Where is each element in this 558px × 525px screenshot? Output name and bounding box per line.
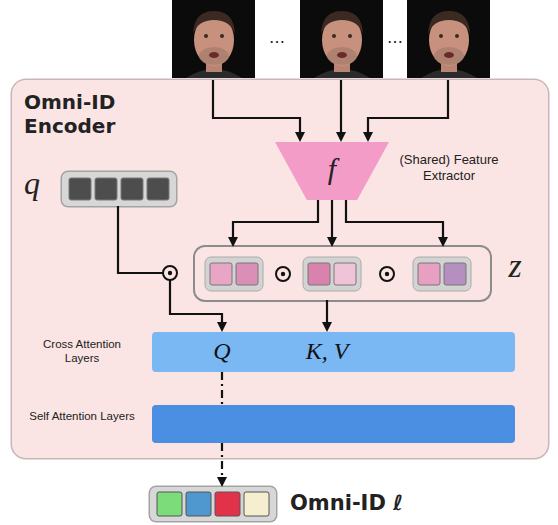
output-token-squares bbox=[157, 492, 269, 516]
text-slot: … bbox=[265, 28, 289, 47]
token-square bbox=[215, 492, 240, 516]
trapezoid-fill bbox=[275, 142, 389, 200]
ellipsis-label: … bbox=[383, 28, 407, 47]
connector-line bbox=[221, 443, 223, 478]
connector-line bbox=[233, 200, 318, 238]
text-slot: K, V bbox=[297, 338, 357, 364]
face-photo bbox=[300, 0, 383, 78]
connector bbox=[322, 300, 332, 332]
token-square bbox=[95, 178, 117, 200]
concat-dot bbox=[281, 272, 285, 276]
output-label: Omni-ID ℓ bbox=[290, 491, 460, 516]
symbol-label: z bbox=[500, 247, 530, 284]
feature-square bbox=[308, 263, 330, 285]
arrowhead bbox=[327, 237, 337, 247]
token-square bbox=[69, 178, 91, 200]
connector bbox=[217, 443, 227, 487]
text-slot: … bbox=[383, 28, 407, 47]
side-label: (Shared) Feature Extractor bbox=[397, 152, 501, 185]
text-slot: Omni-ID ℓ bbox=[290, 491, 460, 516]
arrowhead bbox=[228, 237, 238, 247]
self-attention-band: Self Attention Layers bbox=[152, 405, 515, 443]
concat-symbol bbox=[276, 267, 290, 281]
text-slot: Self Attention Layers bbox=[26, 409, 138, 423]
input-line bbox=[340, 80, 342, 133]
feature-square bbox=[444, 263, 466, 285]
feature-pair bbox=[413, 257, 471, 291]
text-slot: z bbox=[500, 247, 530, 284]
arrowhead bbox=[295, 132, 305, 142]
connector bbox=[327, 200, 337, 247]
arrowhead bbox=[336, 132, 346, 142]
layer-label: Cross Attention Layers bbox=[26, 337, 138, 366]
panel-title: Omni-ID Encoder bbox=[24, 90, 144, 138]
arrowhead bbox=[322, 322, 332, 332]
arrowhead bbox=[217, 322, 227, 332]
connector-line bbox=[221, 372, 223, 405]
connector bbox=[222, 372, 223, 405]
cross-attention-band: Cross Attention LayersQK, V bbox=[152, 332, 515, 372]
layer-label: Self Attention Layers bbox=[26, 409, 138, 423]
token-square bbox=[157, 492, 182, 516]
symbol-label: Q bbox=[208, 338, 236, 364]
symbol-label: f bbox=[275, 152, 389, 185]
connector-line bbox=[331, 200, 333, 238]
concat-symbols bbox=[163, 266, 394, 281]
input-line bbox=[368, 80, 448, 133]
token-square bbox=[121, 178, 143, 200]
feature-square bbox=[418, 263, 440, 285]
arrowhead bbox=[363, 132, 373, 142]
text-slot: Q bbox=[208, 338, 236, 364]
feature-square bbox=[334, 263, 356, 285]
arrowhead bbox=[438, 237, 448, 247]
symbol-label: q bbox=[16, 166, 48, 201]
connector-line bbox=[346, 200, 443, 238]
arrowhead bbox=[217, 477, 227, 487]
concat-symbol bbox=[380, 267, 394, 281]
face-photo bbox=[407, 0, 490, 78]
feature-extractor: f(Shared) Feature Extractor bbox=[275, 142, 389, 200]
feature-pair bbox=[303, 257, 361, 291]
face-photo bbox=[172, 0, 255, 78]
concat-dots bbox=[168, 271, 389, 276]
feature-square bbox=[236, 263, 258, 285]
text-slot: (Shared) Feature Extractor bbox=[397, 152, 501, 185]
connector-line bbox=[326, 300, 328, 323]
text-slot: f bbox=[275, 152, 389, 185]
input-line bbox=[213, 80, 300, 133]
text-slot: q bbox=[16, 166, 48, 201]
input-arrowheads bbox=[295, 132, 373, 142]
feature-pairs bbox=[205, 257, 471, 291]
concat-symbol bbox=[163, 266, 177, 280]
feature-pair bbox=[205, 257, 263, 291]
concat-dot bbox=[385, 272, 389, 276]
text-slot: Omni-ID Encoder bbox=[24, 90, 144, 138]
connector bbox=[346, 200, 448, 247]
ellipsis-label: … bbox=[265, 28, 289, 47]
query-token-squares bbox=[69, 178, 169, 200]
text-slot: Cross Attention Layers bbox=[26, 337, 138, 366]
feature-square bbox=[210, 263, 232, 285]
token-square bbox=[186, 492, 211, 516]
connector bbox=[228, 200, 318, 247]
input-arrows bbox=[213, 80, 448, 133]
concat-dot bbox=[168, 271, 172, 275]
token-square bbox=[244, 492, 269, 516]
symbol-label: K, V bbox=[297, 338, 357, 364]
token-square bbox=[147, 178, 169, 200]
